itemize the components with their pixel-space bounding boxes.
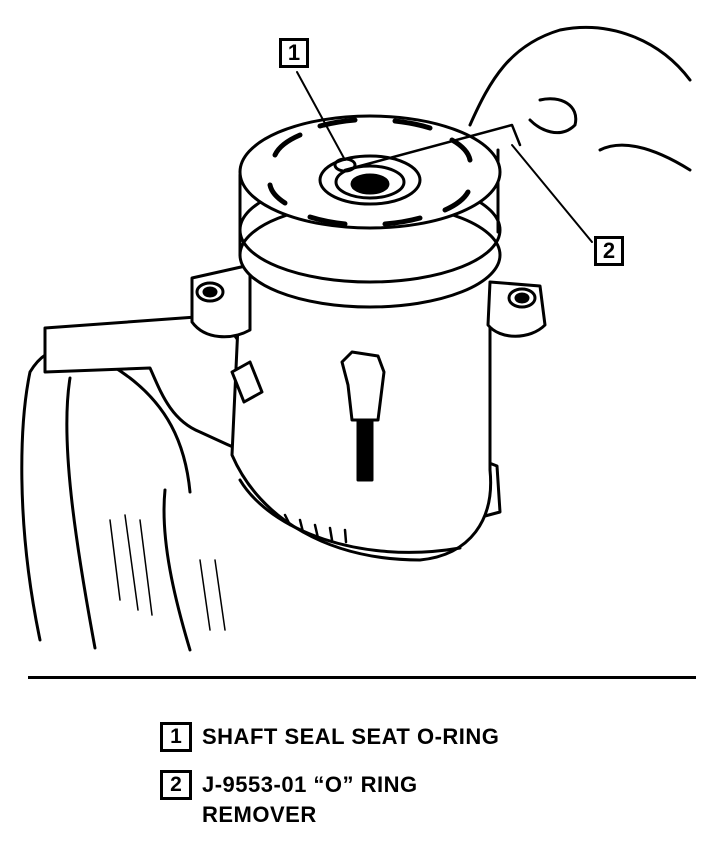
callout-2: 2 xyxy=(594,236,624,266)
callout-1: 1 xyxy=(279,38,309,68)
compressor-lower-ring xyxy=(238,478,462,554)
legend-number-box: 1 xyxy=(160,722,192,752)
right-ear-mount xyxy=(486,280,547,338)
pulley-face xyxy=(238,114,502,230)
fitting xyxy=(340,350,386,422)
clutch-slots xyxy=(267,117,473,227)
engine-housing xyxy=(20,346,192,652)
legend-label: J-9553-01 “O” RING REMOVER xyxy=(202,772,418,827)
legend-label: SHAFT SEAL SEAT O-RING xyxy=(202,724,500,749)
leader-line-2 xyxy=(511,144,593,243)
legend-divider xyxy=(28,676,696,679)
shaft-seal-o-ring xyxy=(350,173,390,195)
compressor-illustration xyxy=(20,25,692,652)
left-ear-mount xyxy=(190,263,252,339)
legend-item-2: 2 J-9553-01 “O” RING REMOVER xyxy=(160,770,418,830)
o-ring-remover-tool xyxy=(343,123,522,172)
legend-item-1: 1 SHAFT SEAL SEAT O-RING xyxy=(160,722,499,752)
side-bolt xyxy=(230,360,264,404)
legend-number-box: 2 xyxy=(160,770,192,800)
compressor-ribs xyxy=(283,513,348,544)
hand xyxy=(468,25,692,172)
housing-hatching xyxy=(109,514,226,631)
leader-line-1 xyxy=(296,71,346,161)
stud xyxy=(356,418,374,482)
